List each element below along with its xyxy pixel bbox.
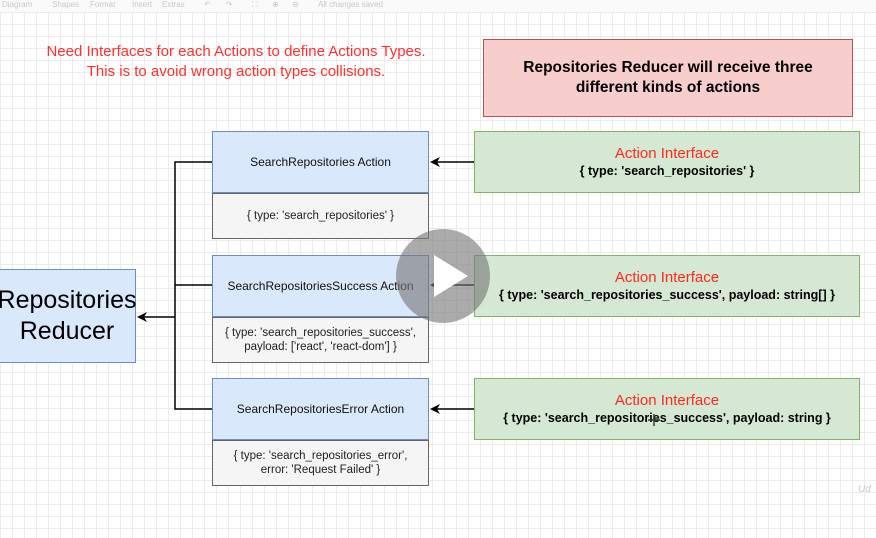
- interface-title: Action Interface: [614, 268, 720, 286]
- save-status: All changes saved: [318, 0, 383, 9]
- interface-title: Action Interface: [614, 144, 720, 162]
- action-shape-line1: { type: 'search_repositories_error',: [233, 450, 408, 462]
- interfaces-note-line2: This is to avoid wrong action types coll…: [86, 63, 386, 80]
- fit-icon[interactable]: ⛶: [252, 0, 258, 9]
- reducer-info-box[interactable]: Repositories Reducer will receive three …: [483, 39, 853, 117]
- search-repositories-action-shape[interactable]: { type: 'search_repositories' }: [212, 193, 429, 239]
- interfaces-note: Need Interfaces for each Actions to defi…: [18, 42, 454, 82]
- action-shape-line1: { type: 'search_repositories_success',: [224, 327, 417, 339]
- menu-diagram[interactable]: Diagram: [2, 0, 33, 9]
- watermark-logo: Ud: [858, 484, 871, 495]
- action-shape-line1: { type: 'search_repositories' }: [247, 210, 394, 222]
- interface-code: { type: 'search_repositories' }: [579, 163, 755, 178]
- action-interface-box-3[interactable]: Action Interface { type: 'search_reposit…: [474, 378, 860, 440]
- zoom-out-icon[interactable]: ⊖: [292, 0, 299, 9]
- action-interface-box-1[interactable]: Action Interface { type: 'search_reposit…: [474, 131, 860, 193]
- redo-icon[interactable]: ↷: [226, 0, 233, 9]
- reducer-info-line1: Repositories Reducer will receive three: [523, 59, 813, 76]
- reducer-line1: Repositories: [0, 286, 137, 314]
- undo-icon[interactable]: ↶: [204, 0, 211, 9]
- action-shape-line2: error: 'Request Failed' }: [260, 464, 381, 476]
- menu-shapes[interactable]: Shapes: [52, 0, 80, 9]
- repositories-reducer-box[interactable]: Repositories Reducer: [0, 269, 136, 363]
- zoom-in-icon[interactable]: ⊕: [272, 0, 279, 9]
- search-repositories-error-action-shape[interactable]: { type: 'search_repositories_error', err…: [212, 440, 429, 486]
- search-repositories-error-action-box[interactable]: SearchRepositoriesError Action: [212, 378, 429, 440]
- play-icon: [434, 255, 468, 297]
- menu-insert[interactable]: Insert: [132, 0, 153, 9]
- action-name: SearchRepositoriesError Action: [236, 402, 405, 416]
- action-interface-box-2[interactable]: Action Interface { type: 'search_reposit…: [474, 255, 860, 317]
- menu-format[interactable]: Format: [90, 0, 116, 9]
- move-cursor-icon: [648, 414, 660, 426]
- reducer-line2: Reducer: [19, 317, 115, 345]
- action-name: SearchRepositories Action: [250, 155, 391, 169]
- action-name: SearchRepositoriesSuccess Action: [227, 279, 414, 293]
- reducer-info-line2: different kinds of actions: [575, 79, 761, 96]
- interface-code: { type: 'search_repositories_success', p…: [503, 410, 831, 425]
- interfaces-note-line1: Need Interfaces for each Actions to defi…: [46, 43, 426, 60]
- search-repositories-action-box[interactable]: SearchRepositories Action: [212, 131, 429, 193]
- search-repositories-success-action-box[interactable]: SearchRepositoriesSuccess Action: [212, 255, 429, 317]
- video-play-button[interactable]: [396, 229, 490, 323]
- interface-code: { type: 'search_repositories_success', p…: [499, 287, 835, 302]
- interface-title: Action Interface: [614, 391, 720, 409]
- menu-extras[interactable]: Extras: [162, 0, 185, 9]
- search-repositories-success-action-shape[interactable]: { type: 'search_repositories_success', p…: [212, 317, 429, 363]
- editor-toolbar: Diagram Shapes Format Insert Extras ↶ ↷ …: [0, 0, 876, 12]
- action-shape-line2: payload: ['react', 'react-dom'] }: [244, 341, 397, 353]
